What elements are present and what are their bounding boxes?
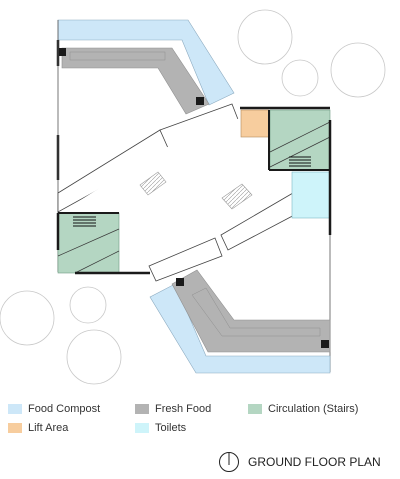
legend-swatch-circulation [248, 404, 262, 414]
fresh-food-inner-counter [191, 287, 321, 337]
legend-label-lift-area: Lift Area [28, 422, 69, 434]
lift-area [240, 109, 270, 138]
right-core [240, 106, 332, 235]
circulation-stairs-upper [269, 109, 331, 171]
north-arrow-icon [219, 452, 239, 472]
wall-post [176, 278, 184, 286]
legend-swatch-fresh-food [135, 404, 149, 414]
legend-item-circulation: Circulation (Stairs) [248, 402, 358, 416]
legend-swatch-toilets [135, 423, 149, 433]
trees [0, 9, 386, 385]
legend-label-circulation: Circulation (Stairs) [268, 403, 359, 415]
circulation-stairs-lower [57, 212, 120, 274]
legend-label-food-compost: Food Compost [28, 403, 101, 415]
hall-stairs-left [139, 171, 167, 196]
toilets-area [291, 171, 331, 219]
legend-item-lift-area: Lift Area [8, 421, 68, 435]
tree-icon [66, 329, 122, 385]
stair-treads [73, 216, 96, 227]
plan-caption: GROUND FLOOR PLAN [218, 451, 381, 473]
wall-post [196, 97, 204, 105]
ground-floor-plan-drawing [0, 9, 386, 385]
legend-label-fresh-food: Fresh Food [155, 403, 212, 415]
tree-icon [0, 290, 55, 346]
left-core [56, 212, 150, 275]
upper-left-block [56, 19, 235, 115]
fresh-food-inner-counter [69, 51, 166, 61]
wall-post [321, 340, 329, 348]
legend-label-toilets: Toilets [155, 422, 187, 434]
legend-item-toilets: Toilets [135, 421, 186, 435]
tree-icon [281, 59, 319, 97]
legend-item-fresh-food: Fresh Food [135, 402, 211, 416]
hall-stairs-right [221, 183, 253, 210]
legend-swatch-lift-area [8, 423, 22, 433]
stair-treads [289, 156, 311, 167]
legend-item-food-compost: Food Compost [8, 402, 100, 416]
legend-swatch-food-compost [8, 404, 22, 414]
tree-icon [69, 286, 107, 324]
wall-post [58, 48, 66, 56]
lower-right-block [149, 269, 331, 374]
plan-title: GROUND FLOOR PLAN [248, 455, 381, 469]
fresh-food-area [61, 47, 210, 115]
tree-icon [237, 9, 293, 65]
tree-icon [330, 42, 386, 98]
